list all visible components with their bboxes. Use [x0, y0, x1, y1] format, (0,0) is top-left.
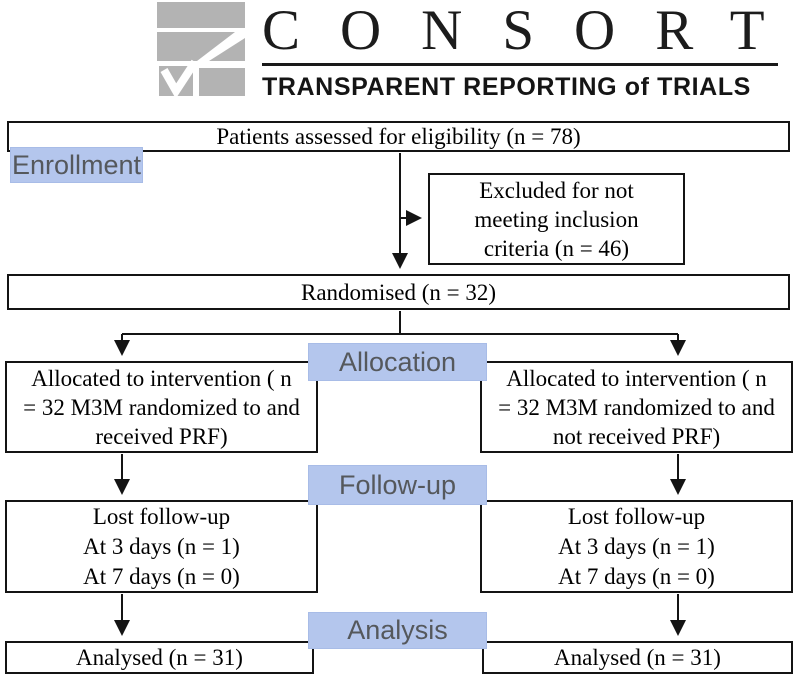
box-analysed-left-text: Analysed (n = 31)	[76, 645, 243, 670]
box-excluded-line1: Excluded for not	[479, 177, 634, 203]
box-followup-right-line2: At 3 days (n = 1)	[558, 533, 715, 559]
box-randomised-text: Randomised (n = 32)	[300, 279, 497, 305]
box-followup-right: Lost follow-up At 3 days (n = 1) At 7 da…	[480, 500, 793, 593]
box-allocated-right-line3: not received PRF)	[552, 423, 721, 449]
phase-label-allocation: Allocation	[308, 343, 487, 381]
box-allocated-right: Allocated to intervention ( n = 32 M3M r…	[480, 361, 793, 453]
box-followup-right-line3: At 7 days (n = 0)	[558, 563, 715, 589]
phase-label-analysis: Analysis	[308, 612, 487, 649]
phase-label-followup: Follow-up	[308, 465, 487, 505]
box-eligibility-text: Patients assessed for eligibility (n = 7…	[216, 124, 581, 149]
consort-bars-checkmark-icon	[157, 2, 245, 99]
box-allocated-left-line2: = 32 M3M randomized to and	[23, 394, 300, 420]
logo-subtitle: TRANSPARENT REPORTING of TRIALS	[262, 73, 751, 101]
consort-logo-text: CONSORT TRANSPARENT REPORTING of TRIALS	[262, 2, 778, 102]
box-allocated-left: Allocated to intervention ( n = 32 M3M r…	[5, 361, 318, 453]
box-analysed-right-text: Analysed (n = 31)	[554, 645, 721, 670]
phase-label-enrollment: Enrollment	[10, 147, 143, 183]
box-followup-left-line1: Lost follow-up	[92, 503, 231, 529]
box-excluded-line2: meeting inclusion	[474, 206, 639, 232]
consort-logo-icon	[157, 2, 246, 99]
box-randomised: Randomised (n = 32)	[7, 274, 790, 310]
box-allocated-left-line1: Allocated to intervention ( n	[31, 365, 292, 391]
box-followup-right-line1: Lost follow-up	[567, 503, 706, 529]
logo-underline	[262, 63, 778, 66]
box-eligibility: Patients assessed for eligibility (n = 7…	[7, 121, 790, 152]
box-excluded-line3: criteria (n = 46)	[483, 235, 630, 261]
box-followup-left: Lost follow-up At 3 days (n = 1) At 7 da…	[5, 500, 318, 593]
logo-title: CONSORT	[262, 0, 797, 62]
box-allocated-right-line2: = 32 M3M randomized to and	[498, 394, 775, 420]
box-allocated-left-line3: received PRF)	[95, 423, 228, 449]
box-followup-left-line2: At 3 days (n = 1)	[83, 533, 240, 559]
box-analysed-right: Analysed (n = 31)	[482, 641, 793, 674]
box-analysed-left: Analysed (n = 31)	[5, 641, 314, 674]
box-excluded: Excluded for not meeting inclusion crite…	[428, 173, 685, 265]
box-followup-left-line3: At 7 days (n = 0)	[83, 563, 240, 589]
box-allocated-right-line1: Allocated to intervention ( n	[506, 365, 767, 391]
